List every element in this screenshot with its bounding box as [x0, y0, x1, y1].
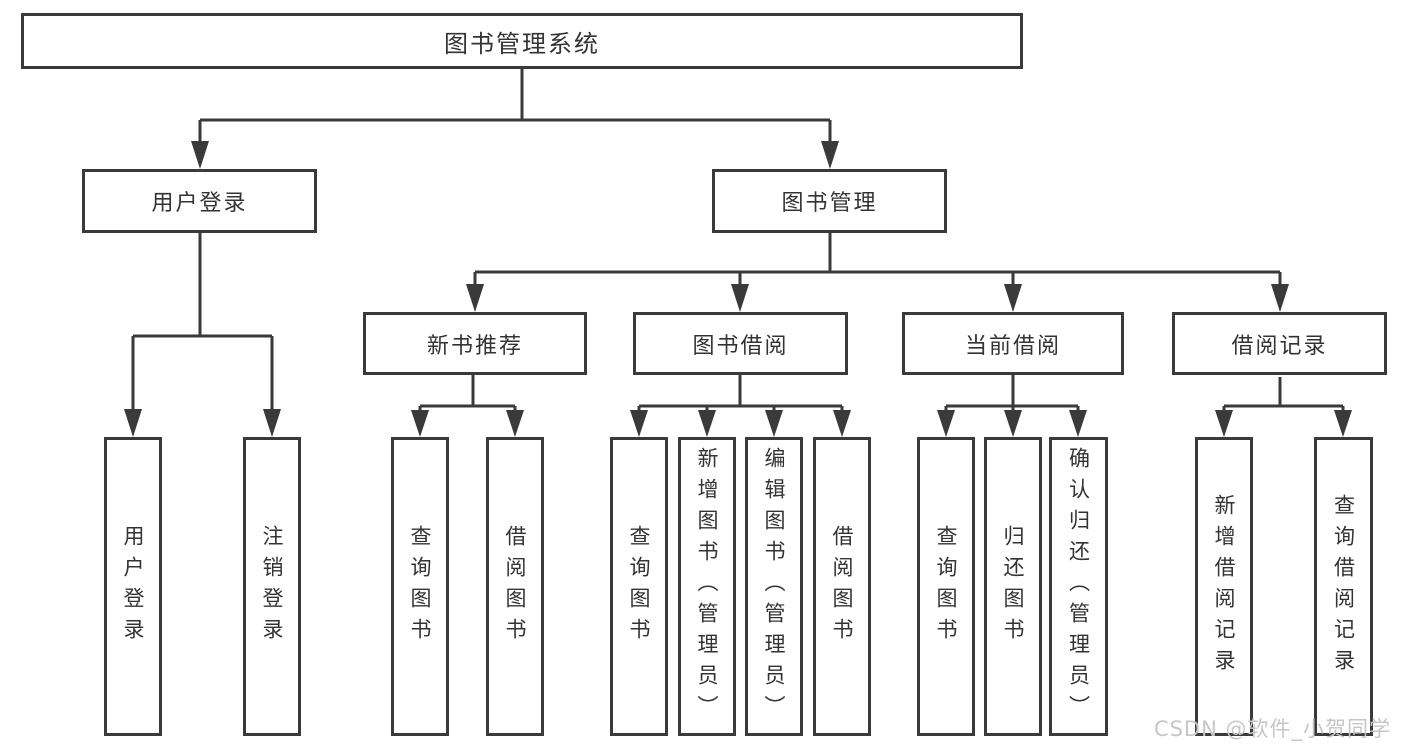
leaf-return-books: 归还图书: [984, 437, 1042, 736]
node-book-borrow: 图书借阅: [633, 312, 848, 375]
node-library-management-system: 图书管理系统: [21, 13, 1023, 69]
leaf-logout: 注销登录: [243, 437, 301, 736]
leaf-user-login: 用户登录: [104, 437, 162, 736]
node-new-book-recommend: 新书推荐: [363, 312, 587, 375]
node-borrow-records: 借阅记录: [1172, 312, 1387, 375]
leaf-borrow-books-recommend: 借阅图书: [486, 437, 544, 736]
node-user-login: 用户登录: [82, 169, 317, 233]
node-current-borrow: 当前借阅: [902, 312, 1124, 375]
arrowheads: [124, 141, 1352, 437]
node-book-management: 图书管理: [712, 169, 947, 233]
leaf-add-books-admin: 新增图书（管理员）: [678, 437, 736, 736]
leaf-query-borrow-record: 查询借阅记录: [1314, 437, 1373, 736]
leaf-borrow-books: 借阅图书: [813, 437, 871, 736]
leaf-confirm-return-admin: 确认归还（管理员）: [1049, 437, 1108, 736]
leaf-query-books-borrow: 查询图书: [610, 437, 668, 736]
leaf-edit-books-admin: 编辑图书（管理员）: [745, 437, 803, 736]
connector-lines: [131, 69, 1345, 420]
leaf-query-books-recommend: 查询图书: [391, 437, 449, 736]
leaf-add-borrow-record: 新增借阅记录: [1195, 437, 1253, 736]
leaf-query-books-current: 查询图书: [917, 437, 975, 736]
